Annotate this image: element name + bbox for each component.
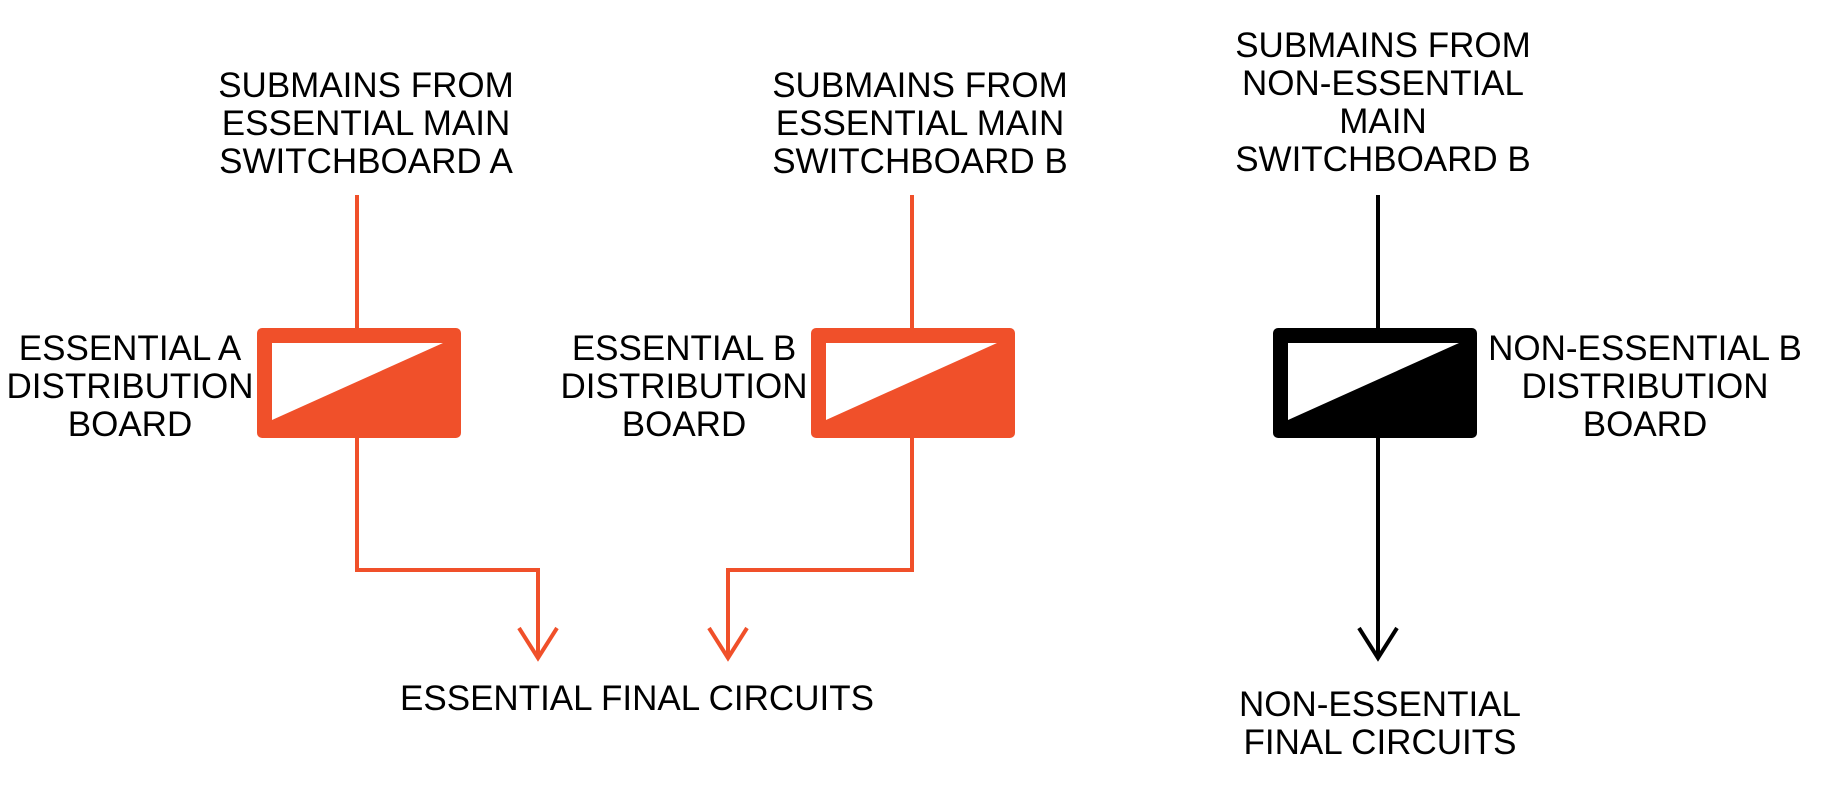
- submain-b-label-line-3: SWITCHBOARD B: [772, 142, 1068, 181]
- arrowhead-ne: [1357, 626, 1399, 662]
- essential-b-board-symbol: [811, 328, 1015, 438]
- essential-b-board-diagonal-white: [826, 343, 997, 420]
- essential-final-circuits-label-line-1: ESSENTIAL FINAL CIRCUITS: [400, 679, 874, 718]
- submain-ne-label-line-1: SUBMAINS FROM: [1235, 26, 1531, 65]
- essential-a-branch: [257, 195, 559, 662]
- arrowhead-b: [707, 626, 749, 662]
- essential-b-board-label-line-1: ESSENTIAL B: [572, 329, 796, 368]
- essential-a-board-label-line-2: DISTRIBUTION: [7, 367, 254, 406]
- non-essential-b-board-label-line-1: NON-ESSENTIAL B: [1488, 329, 1802, 368]
- submain-ne-label-line-3: MAIN: [1339, 102, 1427, 141]
- feed-a-path: [355, 438, 540, 658]
- essential-final-circuits-label: ESSENTIAL FINAL CIRCUITS: [400, 679, 874, 718]
- essential-b-board-label-line-3: BOARD: [622, 405, 746, 444]
- essential-a-board-label-line-1: ESSENTIAL A: [19, 329, 242, 368]
- non-essential-b-branch: [1273, 195, 1477, 662]
- non-essential-b-board-diagonal-white: [1288, 343, 1459, 420]
- submain-a-label-line-1: SUBMAINS FROM: [218, 66, 514, 105]
- non-essential-b-board-symbol: [1273, 328, 1477, 438]
- non-essential-final-circuits-label-line-1: NON-ESSENTIAL: [1239, 685, 1521, 724]
- submain-ne-label-line-4: SWITCHBOARD B: [1235, 140, 1531, 179]
- submain-a-label-line-2: ESSENTIAL MAIN: [222, 104, 511, 143]
- essential-a-board-diagonal-white: [272, 343, 443, 420]
- non-essential-b-board-label-line-2: DISTRIBUTION: [1522, 367, 1769, 406]
- non-essential-final-circuits-label-line-2: FINAL CIRCUITS: [1244, 723, 1517, 762]
- submain-a-label-line-3: SWITCHBOARD A: [219, 142, 513, 181]
- essential-a-board-label-line-3: BOARD: [68, 405, 192, 444]
- arrowhead-a: [517, 626, 559, 662]
- submain-b-label-line-2: ESSENTIAL MAIN: [776, 104, 1065, 143]
- non-essential-b-board-label-line-3: BOARD: [1583, 405, 1707, 444]
- essential-a-board-symbol: [257, 328, 461, 438]
- essential-b-branch: [707, 195, 1015, 662]
- submain-b-label-line-1: SUBMAINS FROM: [772, 66, 1068, 105]
- feed-b-path: [726, 438, 914, 658]
- submain-ne-label-line-2: NON-ESSENTIAL: [1242, 64, 1524, 103]
- essential-b-board-label-line-2: DISTRIBUTION: [561, 367, 808, 406]
